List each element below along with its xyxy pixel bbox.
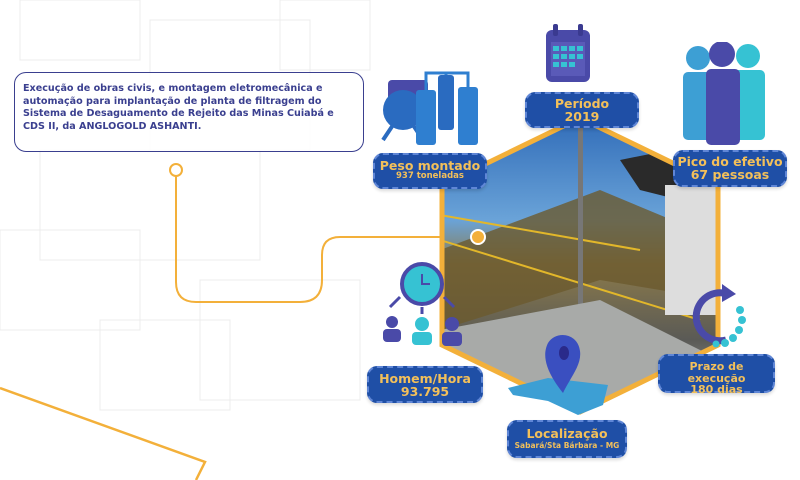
pico-efetivo-badge: Pico do efetivo 67 pessoas — [673, 150, 787, 187]
man-hour-clock-icon — [383, 262, 462, 346]
pico-title: Pico do efetivo — [677, 154, 783, 169]
prazo-title: Prazo de execução — [687, 360, 746, 385]
deadline-cycle-icon — [692, 284, 746, 348]
connector-line — [175, 176, 470, 303]
localizacao-value: Sabará/Sta Bárbara - MG — [514, 441, 620, 451]
peso-title: Peso montado — [379, 158, 481, 173]
periodo-badge: Período 2019 — [525, 92, 639, 128]
homem-hora-badge: Homem/Hora 93.795 — [367, 366, 483, 403]
prazo-value: 180 dias — [690, 383, 743, 397]
peso-montado-badge: Peso montado 937 toneladas — [373, 153, 487, 189]
connector-dot — [169, 163, 183, 177]
location-pin-icon — [508, 335, 608, 415]
photo-marker-dot — [470, 229, 486, 245]
localizacao-title: Localização — [526, 426, 608, 441]
project-description: Execução de obras civis, e montagem elet… — [14, 72, 364, 152]
calendar-icon — [546, 24, 590, 82]
localizacao-badge: Localização Sabará/Sta Bárbara - MG — [507, 420, 627, 458]
homem-hora-value: 93.795 — [400, 384, 450, 400]
peso-value: 937 toneladas — [396, 171, 464, 182]
prazo-execucao-badge: Prazo de execução 180 dias — [658, 354, 775, 397]
pico-value: 67 pessoas — [690, 167, 770, 183]
workforce-people-icon — [683, 42, 765, 145]
periodo-value: 2019 — [564, 109, 600, 125]
homem-hora-title: Homem/Hora — [379, 371, 471, 386]
periodo-title: Período — [554, 96, 610, 111]
filter-plant-icon — [381, 71, 478, 145]
